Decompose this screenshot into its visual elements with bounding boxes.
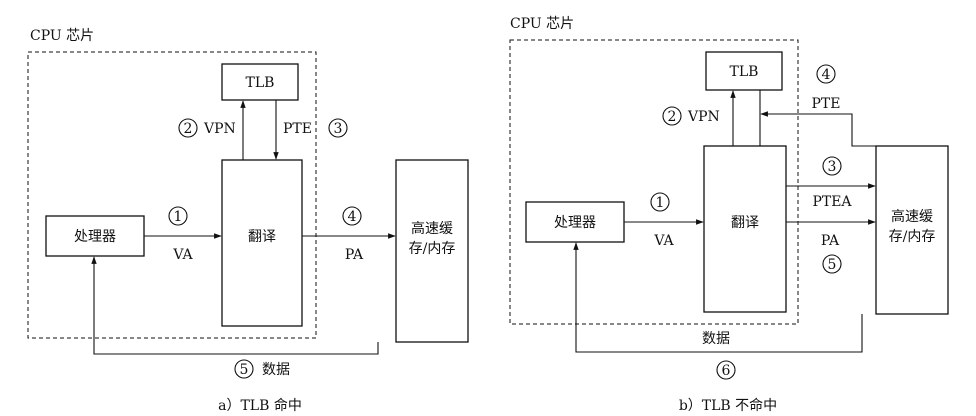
- pa-label: PA: [345, 247, 364, 263]
- data-label: 数据: [262, 362, 290, 378]
- translation-label: 翻译: [248, 229, 276, 245]
- step-3-number: 3: [828, 159, 837, 175]
- panel-tlb-hit: CPU 芯片 TLB 处理器 翻译 高速缓 存/内存 2 VPN PTE 3 1…: [27, 28, 469, 414]
- cpu-chip-label: CPU 芯片: [510, 16, 574, 32]
- tlb-label: TLB: [246, 75, 275, 91]
- pte-arrow: [760, 111, 876, 147]
- step-4-circle: [342, 206, 362, 226]
- processor-label: 处理器: [74, 229, 116, 245]
- step-5-number: 5: [828, 257, 837, 273]
- data-return-arrow: [91, 256, 379, 355]
- step-2-number: 2: [184, 121, 193, 137]
- vpn-label: VPN: [203, 121, 236, 137]
- pte-label: PTE: [812, 96, 841, 112]
- ptea-label: PTEA: [812, 194, 852, 210]
- cache-memory-box: [395, 159, 469, 343]
- step-4-number: 4: [822, 67, 831, 83]
- cpu-chip-boundary: [509, 39, 799, 325]
- step-5-circle: [822, 254, 842, 274]
- translation-label: 翻译: [731, 215, 759, 231]
- step-6-number: 6: [722, 363, 731, 379]
- panel-tlb-miss: CPU 芯片 TLB 处理器 翻译 高速缓 存/内存 2 VPN 4 PTE 3…: [509, 16, 949, 414]
- translation-box: [221, 159, 303, 327]
- vpn-label: VPN: [687, 109, 720, 125]
- step-5-number: 5: [240, 362, 249, 378]
- data-return-arrow: [573, 242, 863, 353]
- step-1-circle: [168, 206, 188, 226]
- cache-memory-label-line2: 存/内存: [889, 229, 936, 245]
- cache-memory-box: [875, 145, 949, 315]
- step-5-circle: [234, 359, 254, 379]
- pa-label: PA: [821, 233, 840, 249]
- cpu-chip-boundary: [27, 51, 317, 339]
- step-3-number: 3: [334, 121, 343, 137]
- step-6-circle: [716, 360, 736, 380]
- cache-memory-label-line1: 高速缓: [411, 220, 453, 237]
- va-label: VA: [172, 247, 193, 263]
- step-2-circle: [662, 106, 682, 126]
- pte-label: PTE: [283, 121, 312, 137]
- step-1-number: 1: [656, 195, 665, 211]
- caption-tlb-hit: a）TLB 命中: [218, 397, 302, 414]
- step-2-number: 2: [668, 109, 677, 125]
- cache-memory-label-line1: 高速缓: [891, 208, 933, 225]
- step-1-circle: [650, 192, 670, 212]
- tlb-label: TLB: [730, 64, 759, 80]
- tlb-box: [705, 51, 783, 91]
- processor-box: [45, 215, 145, 257]
- processor-box: [525, 201, 625, 243]
- cpu-chip-label: CPU 芯片: [30, 28, 94, 44]
- processor-label: 处理器: [554, 215, 596, 231]
- data-label: 数据: [702, 331, 730, 347]
- step-2-circle: [178, 118, 198, 138]
- step-4-number: 4: [348, 209, 357, 225]
- step-3-circle: [822, 156, 842, 176]
- caption-tlb-miss: b）TLB 不命中: [679, 397, 777, 414]
- tlb-box: [221, 63, 299, 101]
- step-3-circle: [328, 118, 348, 138]
- step-1-number: 1: [174, 209, 183, 225]
- cache-memory-label-line2: 存/内存: [409, 241, 456, 257]
- va-label: VA: [653, 233, 674, 249]
- translation-box: [703, 145, 787, 313]
- step-4-circle: [816, 64, 836, 84]
